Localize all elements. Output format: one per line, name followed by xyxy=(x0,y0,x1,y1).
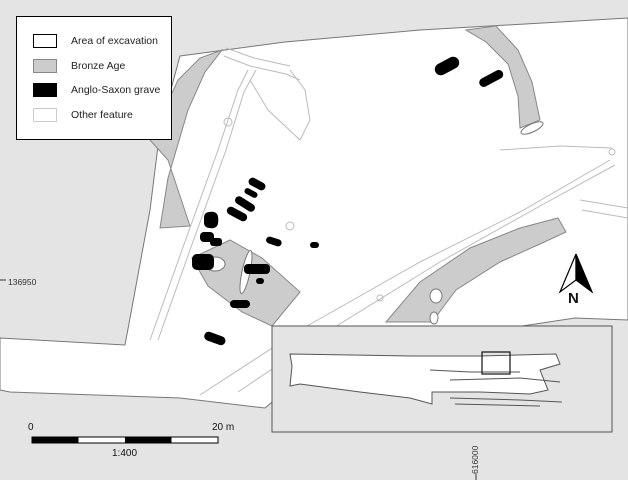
grave xyxy=(204,331,226,346)
linear-feature-5 xyxy=(223,55,301,81)
cut-feature-4 xyxy=(429,311,439,325)
bronze-age-ring-ditch-west xyxy=(149,48,224,229)
grave xyxy=(244,264,270,274)
legend-swatch-bronze-age xyxy=(33,58,57,73)
inset-line-1 xyxy=(429,369,520,373)
north-label: N xyxy=(568,290,579,307)
inset-line-2 xyxy=(449,377,561,383)
linear-feature-9 xyxy=(499,145,613,151)
linear-feature-1 xyxy=(149,69,249,341)
scale-bar xyxy=(31,436,219,444)
scale-end-label: 20 m xyxy=(212,422,235,433)
inset-location-map xyxy=(271,325,613,433)
legend-swatch-excavation xyxy=(33,34,57,49)
linear-feature-6 xyxy=(225,47,291,67)
legend-item-other: Other feature xyxy=(33,103,171,128)
anglo-saxon-graves xyxy=(192,56,504,346)
cut-feature-5 xyxy=(520,121,544,135)
easting-label: 616000 xyxy=(470,445,480,474)
pit-3 xyxy=(376,294,384,302)
inset-line-4 xyxy=(454,403,541,407)
grave xyxy=(266,236,282,247)
linear-feature-8 xyxy=(581,209,628,219)
legend-item-grave: Anglo-Saxon grave xyxy=(33,78,171,103)
linear-feature-2 xyxy=(157,69,257,341)
legend-item-bronze-age: Bronze Age xyxy=(33,54,171,79)
linear-feature-7 xyxy=(579,199,628,209)
grave xyxy=(310,242,319,248)
inset-highlight-box xyxy=(481,351,511,375)
grave xyxy=(256,278,264,284)
map-legend: Area of excavation Bronze Age Anglo-Saxo… xyxy=(16,16,172,140)
inset-line-3 xyxy=(449,397,563,403)
legend-label: Anglo-Saxon grave xyxy=(71,84,161,97)
grave xyxy=(479,69,504,87)
legend-swatch-other xyxy=(33,107,57,122)
pit-2 xyxy=(285,221,295,231)
pit-1 xyxy=(223,117,233,127)
legend-swatch-grave xyxy=(33,83,57,98)
northing-label: 136950 xyxy=(8,277,37,287)
legend-label: Bronze Age xyxy=(71,59,126,72)
irregular-feature-1 xyxy=(249,69,311,141)
linear-feature-3 xyxy=(199,159,611,396)
grave xyxy=(204,212,218,228)
grave xyxy=(248,177,266,191)
legend-label: Area of excavation xyxy=(71,35,158,48)
pit-4 xyxy=(608,148,616,156)
grave xyxy=(230,300,250,308)
scale-start-label: 0 xyxy=(28,422,34,433)
inset-site-outline xyxy=(289,353,561,405)
grave xyxy=(210,238,222,246)
north-arrow-icon xyxy=(558,253,594,294)
legend-item-excavation: Area of excavation xyxy=(33,29,171,54)
scale-ratio-label: 1:400 xyxy=(112,448,138,459)
legend-label: Other feature xyxy=(71,108,133,121)
grave xyxy=(244,188,258,198)
other-features xyxy=(149,47,628,396)
grave xyxy=(192,254,214,270)
grave xyxy=(226,206,248,222)
grave xyxy=(434,56,460,76)
grave xyxy=(235,196,255,212)
cut-feature-3 xyxy=(429,288,443,304)
